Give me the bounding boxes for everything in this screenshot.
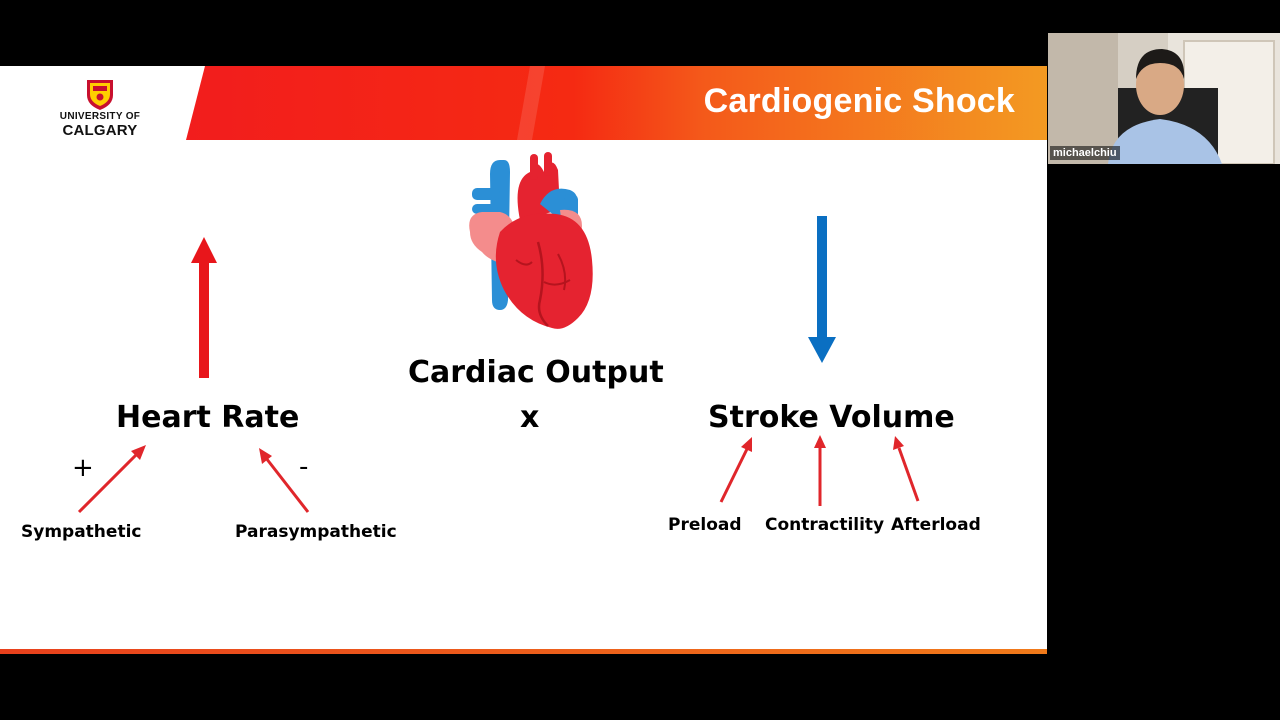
logo-text-line2: CALGARY bbox=[62, 122, 138, 139]
up-arrow-icon bbox=[191, 237, 217, 378]
participant-video-feed bbox=[1048, 33, 1280, 164]
plus-sign: + bbox=[72, 453, 94, 483]
participant-video-tile[interactable]: michaelchiu bbox=[1048, 33, 1280, 164]
minus-sign: - bbox=[299, 452, 309, 482]
presentation-slide: Cardiogenic Shock UNIVERSITY OF CALGARY bbox=[0, 66, 1047, 654]
afterload-label: Afterload bbox=[891, 515, 981, 535]
slide-bottom-bar bbox=[0, 649, 1047, 654]
heart-rate-label: Heart Rate bbox=[116, 400, 300, 435]
diagram-arrows bbox=[77, 216, 920, 514]
stroke-volume-label: Stroke Volume bbox=[708, 400, 955, 435]
cardiac-output-label: Cardiac Output bbox=[408, 355, 664, 390]
logo-text-line1: UNIVERSITY OF bbox=[59, 111, 141, 122]
down-arrow-icon bbox=[808, 216, 836, 363]
heart-icon bbox=[469, 152, 593, 329]
participant-name: michaelchiu bbox=[1050, 146, 1120, 160]
slide-title: Cardiogenic Shock bbox=[703, 82, 1015, 120]
university-logo: UNIVERSITY OF CALGARY bbox=[52, 77, 148, 139]
title-banner bbox=[186, 66, 1047, 140]
preload-label: Preload bbox=[668, 515, 742, 535]
university-crest-icon bbox=[87, 80, 113, 110]
multiply-operator: x bbox=[520, 400, 540, 435]
contractility-label: Contractility bbox=[765, 515, 885, 535]
sympathetic-label: Sympathetic bbox=[21, 522, 142, 542]
parasympathetic-label: Parasympathetic bbox=[235, 522, 397, 542]
